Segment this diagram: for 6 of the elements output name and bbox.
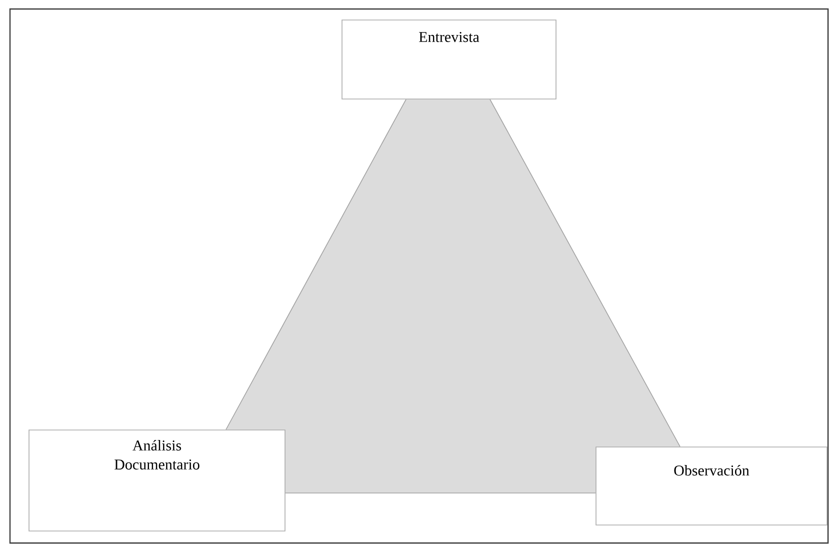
connector-line [285,492,596,494]
connector-line [226,99,406,430]
text-box: Análisis Documentario [28,430,286,532]
text-box: Entrevista [342,20,556,100]
connector-line [490,99,680,447]
text-box: Observación [596,446,828,526]
